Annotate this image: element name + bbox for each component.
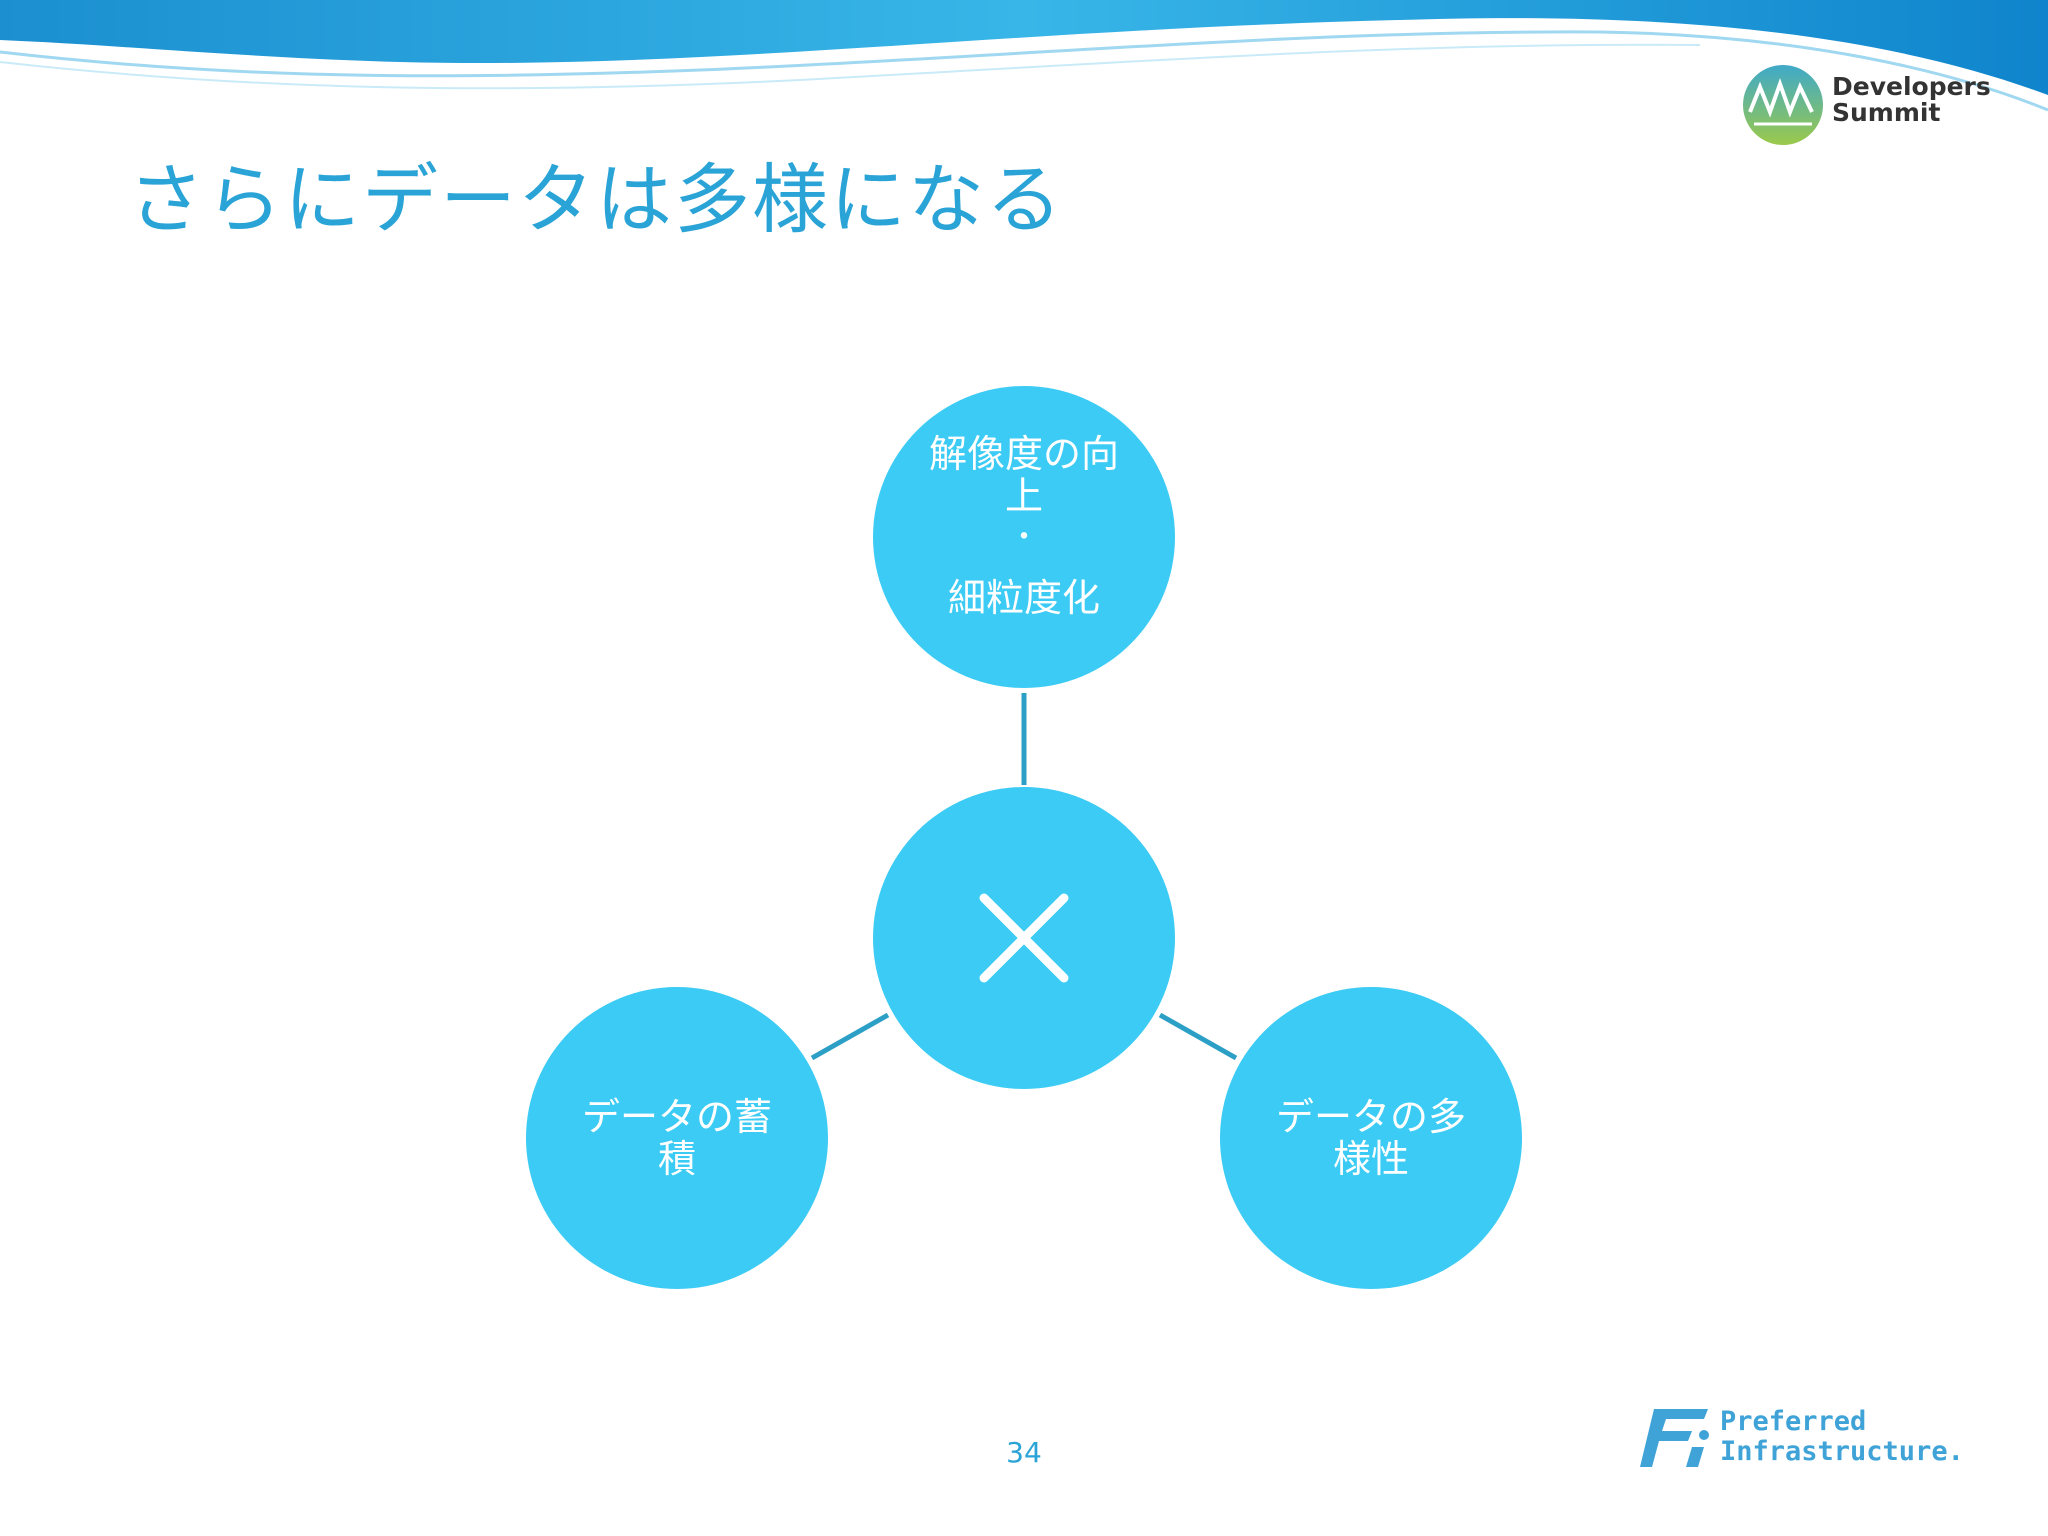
node-right-line2: 様性: [1332, 1137, 1409, 1181]
node-right-line1: データの多: [1275, 1095, 1466, 1139]
header-wave: [0, 0, 2048, 112]
node-left-line2: 積: [657, 1137, 696, 1181]
node-top-line1: 解像度の向: [928, 432, 1119, 476]
connector-right: [1158, 1012, 1238, 1061]
page-number: 34: [1006, 1436, 1042, 1469]
developers-summit-emblem-icon: [1743, 65, 1823, 145]
node-right-label: データの多 様性: [1231, 1096, 1511, 1180]
slide-title: さらにデータは多様になる: [128, 155, 1064, 244]
summit-label: Summit: [1832, 98, 1941, 127]
preferred-infrastructure-logo: Preferred Infrastructure.: [1640, 1405, 1970, 1475]
node-top-circle: [873, 386, 1175, 688]
node-top-label: 解像度の向 上 ・ 細粒度化: [884, 433, 1164, 619]
pfi-line2: Infrastructure.: [1720, 1436, 1964, 1467]
pfi-line1: Preferred: [1720, 1406, 1867, 1437]
connector-left: [810, 1012, 890, 1061]
developers-label: Developers: [1832, 72, 1991, 101]
node-top-line4: 細粒度化: [947, 576, 1100, 620]
pfi-emblem-icon: [1640, 1409, 1709, 1467]
node-left-label: データの蓄 積: [537, 1096, 817, 1180]
node-left-line1: データの蓄: [581, 1095, 772, 1139]
multiply-icon: ×: [979, 893, 1069, 983]
node-right-circle: [1220, 987, 1522, 1289]
developers-summit-logo: Developers Summit: [1740, 62, 1991, 148]
node-top-line2: 上: [1004, 474, 1043, 518]
node-left-circle: [526, 987, 828, 1289]
node-top-line3: ・: [1009, 520, 1039, 555]
